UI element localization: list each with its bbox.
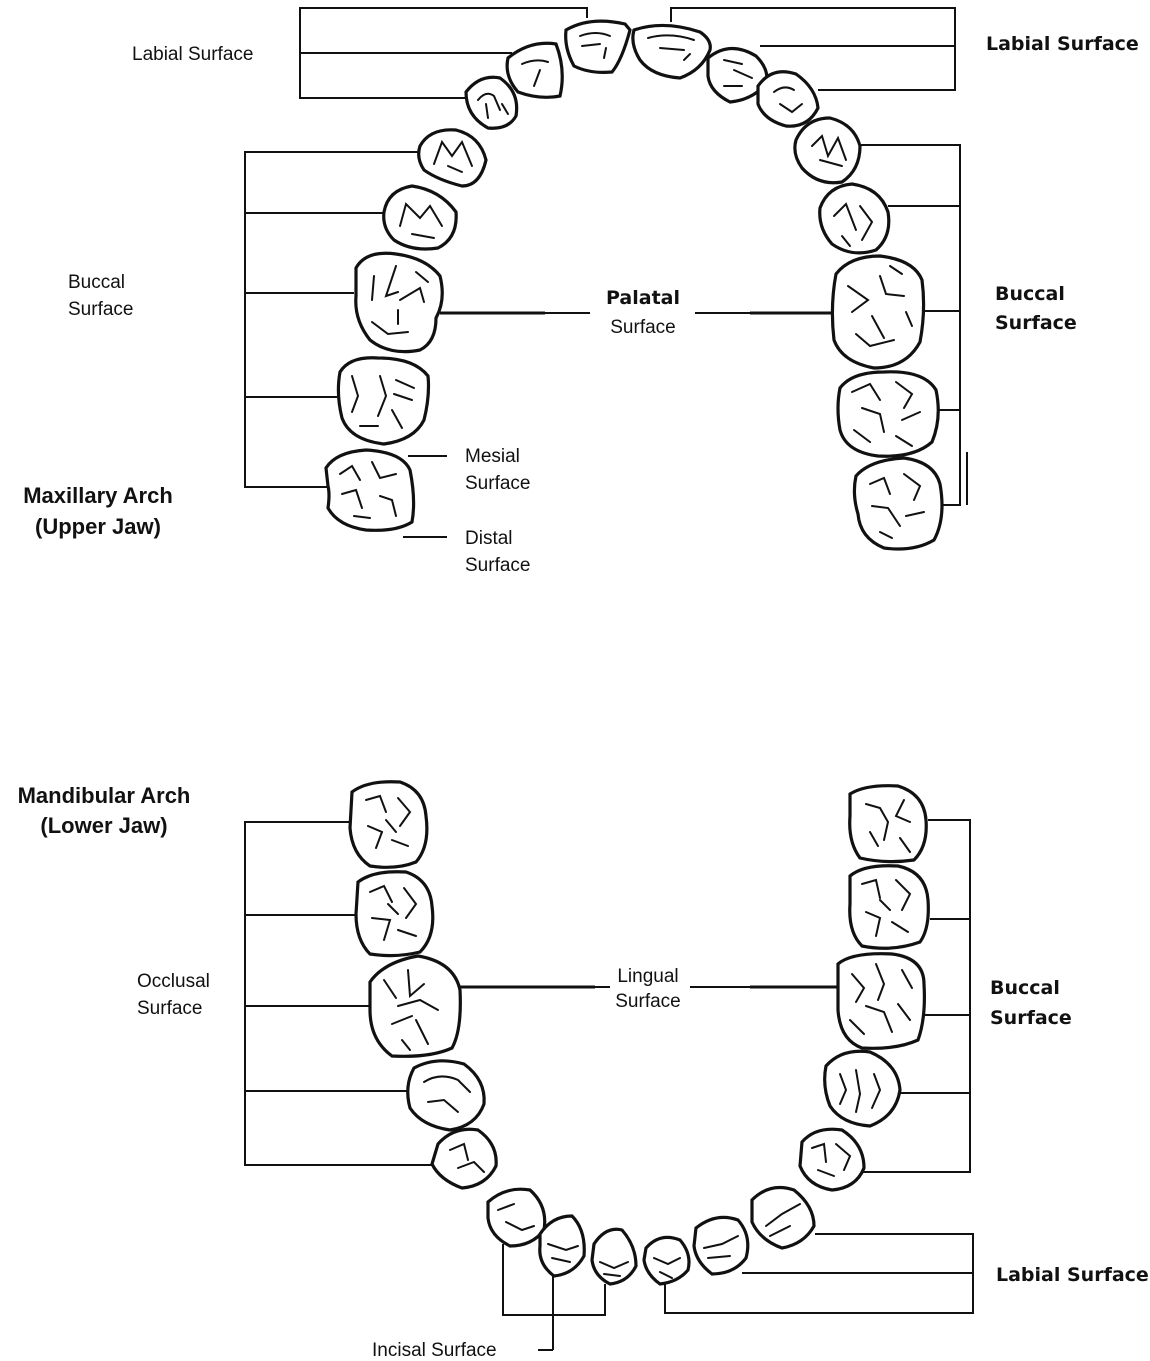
tooth-upper-third-molar-right xyxy=(852,456,944,551)
tooth-upper-third-molar-left xyxy=(324,448,416,532)
mesial-distal-leaders xyxy=(403,455,447,538)
lower-right-teeth xyxy=(642,784,930,1286)
tooth-upper-first-molar-left xyxy=(354,251,444,354)
mesial-label-line1: Mesial xyxy=(465,446,520,467)
mandibular-title-line1: Mandibular Arch xyxy=(18,783,191,808)
mandibular-arch: Mandibular Arch (Lower Jaw) Occlusal Sur… xyxy=(18,780,1149,1361)
distal-label-line1: Distal xyxy=(465,528,513,549)
lower-right-buccal-leaders xyxy=(862,819,971,1173)
palatal-label-line2: Surface xyxy=(610,317,675,338)
tooth-upper-canine-right xyxy=(756,70,820,128)
tooth-upper-central-incisor-right xyxy=(631,23,712,80)
tooth-upper-lateral-incisor-left xyxy=(505,41,564,99)
upper-right-labial-leaders xyxy=(670,7,956,91)
lower-buccal-label-line1: Buccal xyxy=(990,977,1060,999)
lower-right-labial-leaders xyxy=(664,1233,974,1314)
palatal-label-line1: Palatal xyxy=(606,287,680,309)
upper-right-buccal-label-line1: Buccal xyxy=(995,283,1065,305)
tooth-lower-first-molar-right xyxy=(836,952,926,1050)
tooth-lower-second-premolar-left xyxy=(406,1059,486,1132)
occlusal-label-line2: Surface xyxy=(137,998,202,1019)
tooth-lower-first-molar-left xyxy=(368,954,462,1058)
lower-left-teeth xyxy=(348,780,638,1286)
maxillary-title-line1: Maxillary Arch xyxy=(23,483,173,508)
upper-left-buccal-label-line2: Surface xyxy=(68,299,133,320)
lower-buccal-label-line2: Surface xyxy=(990,1007,1072,1029)
tooth-upper-second-premolar-left xyxy=(382,184,458,251)
tooth-upper-second-premolar-right xyxy=(818,182,891,255)
tooth-upper-central-incisor-left xyxy=(564,19,632,74)
tooth-lower-second-molar-right xyxy=(848,864,930,950)
tooth-upper-second-molar-left xyxy=(336,356,431,446)
lower-left-occlusal-leaders xyxy=(244,821,440,1166)
mandibular-title-line2: (Lower Jaw) xyxy=(40,813,167,838)
tooth-lower-second-premolar-right xyxy=(823,1049,902,1128)
tooth-lower-first-premolar-left xyxy=(430,1127,498,1190)
occlusal-label-line1: Occlusal xyxy=(137,971,210,992)
tooth-upper-first-molar-right xyxy=(830,254,926,370)
distal-label-line2: Surface xyxy=(465,555,530,576)
upper-right-labial-label: Labial Surface xyxy=(986,33,1139,55)
upper-left-labial-label: Labial Surface xyxy=(132,44,253,65)
tooth-upper-canine-left xyxy=(464,75,519,130)
tooth-lower-central-incisor-right xyxy=(642,1235,691,1286)
tooth-upper-second-molar-right xyxy=(836,370,940,458)
upper-right-buccal-label-line2: Surface xyxy=(995,312,1077,334)
upper-left-buccal-leaders xyxy=(244,151,418,488)
tooth-lower-first-premolar-right xyxy=(798,1127,866,1192)
tooth-upper-first-premolar-left xyxy=(417,128,488,188)
upper-left-buccal-label-line1: Buccal xyxy=(68,272,125,293)
tooth-lower-canine-left xyxy=(486,1187,547,1248)
upper-right-teeth xyxy=(631,23,944,551)
upper-right-buccal-leaders xyxy=(860,144,968,506)
maxillary-arch: Labial Surface Labial Surface Buccal Sur… xyxy=(23,7,1139,576)
tooth-lower-central-incisor-left xyxy=(590,1227,638,1286)
tooth-upper-first-premolar-right xyxy=(793,116,862,185)
tooth-lower-second-molar-left xyxy=(354,870,435,958)
tooth-lower-canine-right xyxy=(750,1186,816,1250)
lower-labial-label: Labial Surface xyxy=(996,1264,1149,1286)
lingual-label-line2: Surface xyxy=(615,991,680,1012)
upper-left-teeth xyxy=(324,19,632,532)
tooth-lower-third-molar-left xyxy=(348,780,429,869)
incisal-leaders xyxy=(502,1244,606,1351)
incisal-label: Incisal Surface xyxy=(372,1340,497,1361)
upper-left-labial-leaders xyxy=(299,7,588,99)
tooth-lower-third-molar-right xyxy=(848,784,928,864)
tooth-lower-lateral-incisor-left xyxy=(538,1214,586,1278)
tooth-lower-lateral-incisor-right xyxy=(692,1215,750,1276)
lingual-label-line1: Lingual xyxy=(617,966,678,987)
maxillary-title-line2: (Upper Jaw) xyxy=(35,514,161,539)
mesial-label-line2: Surface xyxy=(465,473,530,494)
